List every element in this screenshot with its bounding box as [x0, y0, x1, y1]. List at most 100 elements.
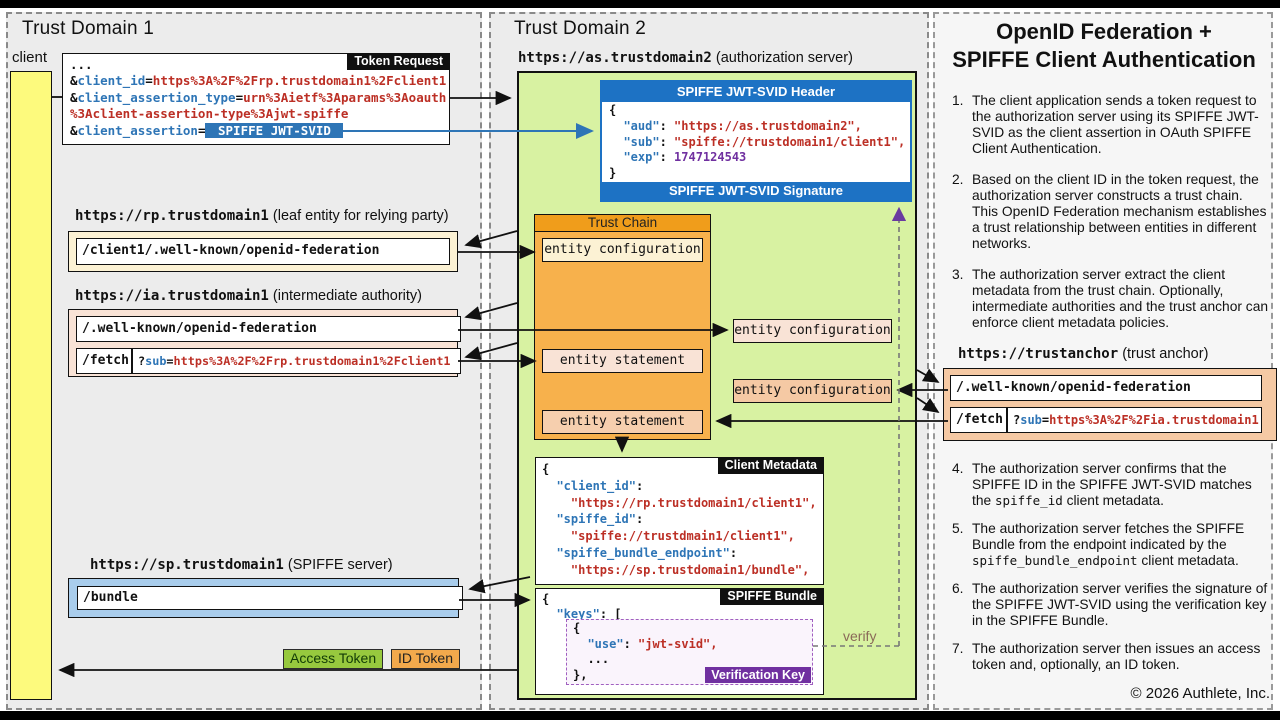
rp-heading: https://rp.trustdomain1 (leaf entity for… — [75, 208, 449, 224]
panel-title: OpenID Federation + SPIFFE Client Authen… — [935, 18, 1273, 74]
metadata-line: "https://rp.trustdomain1/client1", — [570, 495, 817, 510]
step-number: 7. — [952, 641, 964, 656]
chain-entity-configuration: entity configuration — [542, 238, 703, 262]
token-request-line: ... — [70, 57, 93, 72]
token-request-box: Token Request ... &client_id=https%3A%2F… — [62, 53, 450, 145]
panel-title-line1: OpenID Federation + — [996, 19, 1212, 44]
ta-wellknown-endpoint: /.well-known/openid-federation — [950, 375, 1262, 401]
ta-note: (trust anchor) — [1122, 346, 1209, 362]
metadata-line: { — [542, 462, 550, 476]
client-metadata-label: Client Metadata — [717, 457, 824, 474]
trust-domain-1-title: Trust Domain 1 — [22, 18, 154, 39]
copyright-notice: © 2026 Authlete, Inc. — [1130, 685, 1270, 702]
jwt-svid-signature-bar: SPIFFE JWT-SVID Signature — [602, 182, 910, 200]
step-text: The authorization server fetches the SPI… — [972, 521, 1245, 568]
client-metadata-box: Client Metadata { "client_id": "https://… — [535, 457, 824, 585]
ia-wellknown-endpoint: /.well-known/openid-federation — [76, 316, 461, 342]
ta-fetch-endpoint: /fetch — [950, 407, 1007, 433]
bundle-line: { — [542, 592, 550, 606]
jwt-line: } — [609, 166, 617, 181]
step-item: 1. The client application sends a token … — [952, 93, 1272, 157]
step-number: 1. — [952, 93, 964, 108]
ta-fetch-query: ?sub=https%3A%2F%2Fia.trustdomain1 — [1007, 407, 1262, 433]
access-token-badge: Access Token — [283, 649, 384, 669]
jwt-line: "aud": "https://as.trustdomain2", — [623, 118, 862, 133]
bundle-key-line: }, — [573, 667, 588, 682]
step-item: 6. The authorization server verifies the… — [952, 581, 1272, 629]
chain-entity-statement-1: entity statement — [542, 349, 703, 373]
step-number: 4. — [952, 461, 964, 476]
ia-url: https://ia.trustdomain1 — [75, 288, 269, 304]
top-letterbox-bar — [0, 0, 1280, 8]
step-item: 2. Based on the client ID in the token r… — [952, 172, 1272, 252]
token-request-line: &client_assertion_type=urn%3Aietf%3Apara… — [70, 89, 447, 105]
verification-key-label: Verification Key — [705, 667, 811, 683]
bundle-line: "keys": [ — [556, 606, 622, 621]
ta-heading: https://trustanchor (trust anchor) — [958, 346, 1208, 362]
spiffe-bundle-label: SPIFFE Bundle — [720, 588, 824, 605]
step-text: The client application sends a token req… — [972, 93, 1259, 156]
step-text: The authorization server verifies the si… — [972, 581, 1268, 628]
step-text: The authorization server then issues an … — [972, 641, 1261, 672]
panel-steps-1-3: 1. The client application sends a token … — [952, 93, 1272, 343]
trust-chain-title: Trust Chain — [535, 215, 710, 232]
step-number: 5. — [952, 521, 964, 536]
client-label: client — [12, 49, 48, 66]
ia-entity-configuration: entity configuration — [733, 319, 892, 343]
jwt-svid-box: SPIFFE JWT-SVID Header { "aud": "https:/… — [600, 80, 912, 202]
ia-fetch-endpoint: /fetch — [76, 348, 132, 374]
token-request-line: &client_id=https%3A%2F%2Frp.trustdomain1… — [70, 73, 447, 89]
step-item: 7. The authorization server then issues … — [952, 641, 1272, 673]
rp-wellknown-endpoint: /client1/.well-known/openid-federation — [76, 238, 450, 265]
step-text: The authorization server extract the cli… — [972, 267, 1269, 330]
ia-heading: https://ia.trustdomain1 (intermediate au… — [75, 288, 422, 304]
rp-url: https://rp.trustdomain1 — [75, 208, 269, 224]
step-number: 6. — [952, 581, 964, 596]
bottom-letterbox-bar — [0, 711, 1280, 720]
as-heading: https://as.trustdomain2 (authorization s… — [518, 50, 853, 66]
rp-note: (leaf entity for relying party) — [272, 208, 449, 224]
jwt-line: { — [609, 103, 617, 117]
client-lifeline — [10, 71, 52, 700]
trust-domain-2-title: Trust Domain 2 — [514, 18, 646, 39]
sp-heading: https://sp.trustdomain1 (SPIFFE server) — [90, 557, 393, 573]
metadata-line: "https://sp.trustdomain1/bundle", — [570, 562, 810, 577]
chain-entity-statement-2: entity statement — [542, 410, 703, 434]
metadata-line: "spiffe://trustdmain1/client1", — [570, 529, 795, 544]
sp-bundle-endpoint: /bundle — [77, 586, 463, 610]
token-request-line: &client_assertion= SPIFFE JWT-SVID — [70, 122, 446, 139]
id-token-badge: ID Token — [391, 649, 460, 669]
metadata-line: "spiffe_id": — [556, 512, 644, 527]
bundle-key-line: { — [573, 621, 581, 635]
panel-title-line2: SPIFFE Client Authentication — [952, 47, 1256, 72]
ta-url: https://trustanchor — [958, 346, 1119, 362]
ta-entity-configuration: entity configuration — [733, 379, 892, 403]
step-item: 4. The authorization server confirms tha… — [952, 461, 1272, 509]
ia-note: (intermediate authority) — [272, 288, 422, 304]
token-request-line: %3Aclient-assertion-type%3Ajwt-spiffe — [70, 106, 349, 122]
step-item: 3. The authorization server extract the … — [952, 267, 1272, 331]
jwt-line: "sub": "spiffe://trustdomain1/client1", — [623, 134, 906, 149]
sp-note: (SPIFFE server) — [287, 557, 393, 573]
bundle-key-line: "use": "jwt-svid", — [587, 636, 718, 651]
jwt-svid-header-bar: SPIFFE JWT-SVID Header — [602, 82, 910, 102]
step-number: 3. — [952, 267, 964, 282]
spiffe-bundle-box: SPIFFE Bundle { "keys": [ { "use": "jwt-… — [535, 588, 824, 695]
explanation-panel — [933, 12, 1273, 710]
as-url: https://as.trustdomain2 — [518, 50, 712, 66]
step-text: The authorization server confirms that t… — [972, 461, 1252, 508]
ia-fetch-query: ?sub=https%3A%2F%2Frp.trustdomain1%2Fcli… — [132, 348, 461, 374]
step-text: Based on the client ID in the token requ… — [972, 172, 1267, 251]
step-item: 5. The authorization server fetches the … — [952, 521, 1272, 569]
verify-label: verify — [843, 628, 877, 644]
bundle-key-line: ... — [573, 652, 610, 666]
verification-key-region: { "use": "jwt-svid", ... }, Verification… — [566, 619, 813, 685]
metadata-line: "spiffe_bundle_endpoint": — [556, 545, 738, 560]
token-request-label: Token Request — [347, 53, 450, 70]
step-number: 2. — [952, 172, 964, 187]
jwt-line: "exp": 1747124543 — [623, 150, 747, 165]
as-note: (authorization server) — [715, 50, 853, 66]
panel-steps-4-7: 4. The authorization server confirms tha… — [952, 461, 1272, 685]
metadata-line: "client_id": — [556, 478, 644, 493]
